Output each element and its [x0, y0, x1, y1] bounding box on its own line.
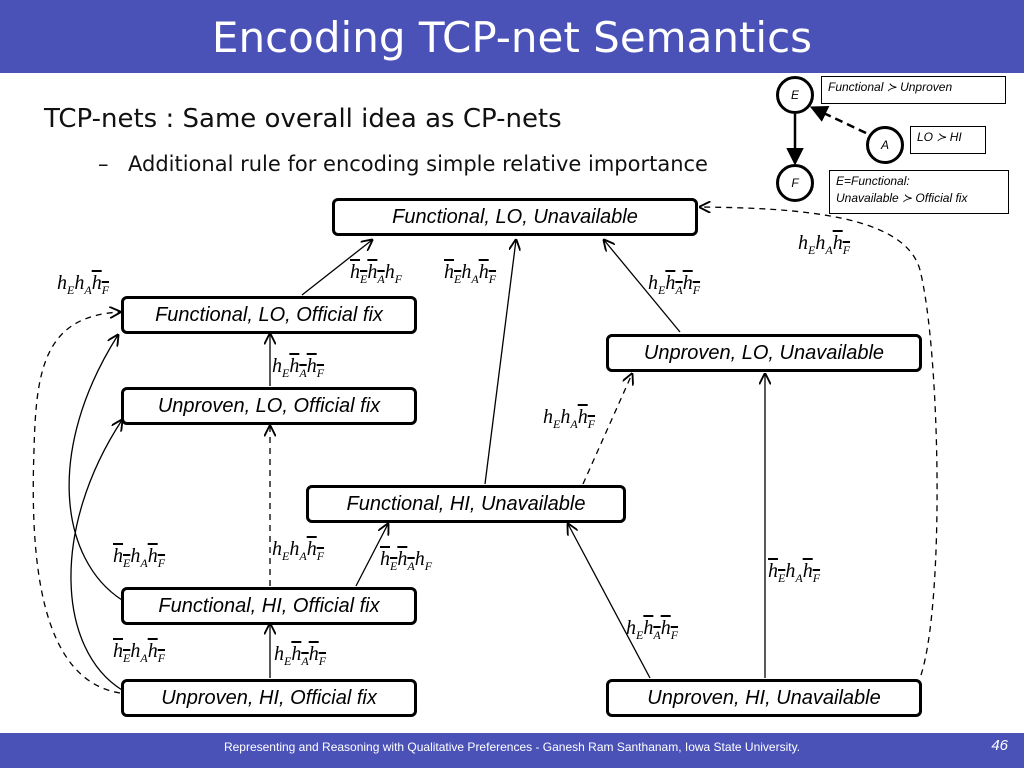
flip-label: hEhAhF [350, 261, 403, 286]
outcome-unproven-lo-official-fix: Unproven, LO, Official fix [121, 387, 417, 425]
node-a: A [866, 126, 904, 164]
flip-label: hEhAhF [380, 548, 433, 573]
flip-label: hEhAhF [648, 272, 701, 297]
cpt-a: LO ≻ HI [910, 126, 986, 154]
bullet-dash: – [98, 152, 109, 176]
outcome-functional-lo-unavailable: Functional, LO, Unavailable [332, 198, 698, 236]
edge-a-to-e-importance [809, 106, 867, 135]
cpt-f-line1: E=Functional: [836, 174, 910, 188]
edge-funhiun-to-funloun [484, 240, 516, 485]
node-f: F [776, 164, 814, 202]
outcome-unproven-hi-official-fix: Unproven, HI, Official fix [121, 679, 417, 717]
edge-funlooff-to-funloun [301, 240, 372, 296]
cpt-a-text: LO ≻ HI [917, 130, 962, 144]
edge-unphiun-to-funloun-dashed [700, 207, 938, 676]
bullet-sub: Additional rule for encoding simple rela… [128, 152, 708, 176]
footer-bar [0, 733, 1024, 768]
node-e: E [776, 76, 814, 114]
flip-label: hEhAhF [272, 538, 325, 563]
bullet-main: TCP-nets : Same overall idea as CP-nets [44, 104, 562, 134]
edge-funhioff-to-funhiun [355, 524, 388, 587]
footer-text: Representing and Reasoning with Qualitat… [223, 740, 801, 754]
edge-unploun-to-funloun [604, 240, 681, 333]
page-number: 46 [991, 737, 1008, 754]
flip-label: hEhAhF [113, 545, 166, 570]
edge-unphioff-to-unplooff [70, 420, 122, 691]
flip-label: hEhAhF [768, 560, 821, 585]
flip-label: hEhAhF [444, 261, 497, 286]
cpt-e-text: Functional ≻ Unproven [828, 80, 953, 94]
flip-label: hEhAhF [543, 406, 596, 431]
flip-label: hEhAhF [798, 232, 851, 257]
cpt-f: E=Functional: Unavailable ≻ Official fix [829, 170, 1009, 214]
edge-unphioff-to-funlooff-dashed [32, 312, 120, 694]
edge-funhiun-to-unploun [582, 374, 632, 485]
flip-label: hEhAhF [626, 617, 679, 642]
flip-label: hEhAhF [272, 355, 325, 380]
outcome-unproven-hi-unavailable: Unproven, HI, Unavailable [606, 679, 922, 717]
flip-label: hEhAhF [113, 640, 166, 665]
edge-unphiun-to-funhiun [568, 524, 651, 679]
outcome-functional-hi-unavailable: Functional, HI, Unavailable [306, 485, 626, 523]
cpt-f-line2: Unavailable ≻ Official fix [836, 191, 968, 205]
slide-title: Encoding TCP-net Semantics [211, 13, 813, 62]
flip-label: hEhAhF [57, 272, 110, 297]
outcome-functional-hi-official-fix: Functional, HI, Official fix [121, 587, 417, 625]
title-bar [0, 0, 1024, 73]
cpt-e: Functional ≻ Unproven [821, 76, 1006, 104]
edge-funhioff-to-funlooff [68, 335, 123, 601]
outcome-functional-lo-official-fix: Functional, LO, Official fix [121, 296, 417, 334]
outcome-unproven-lo-unavailable: Unproven, LO, Unavailable [606, 334, 922, 372]
flip-label: hEhAhF [274, 643, 327, 668]
